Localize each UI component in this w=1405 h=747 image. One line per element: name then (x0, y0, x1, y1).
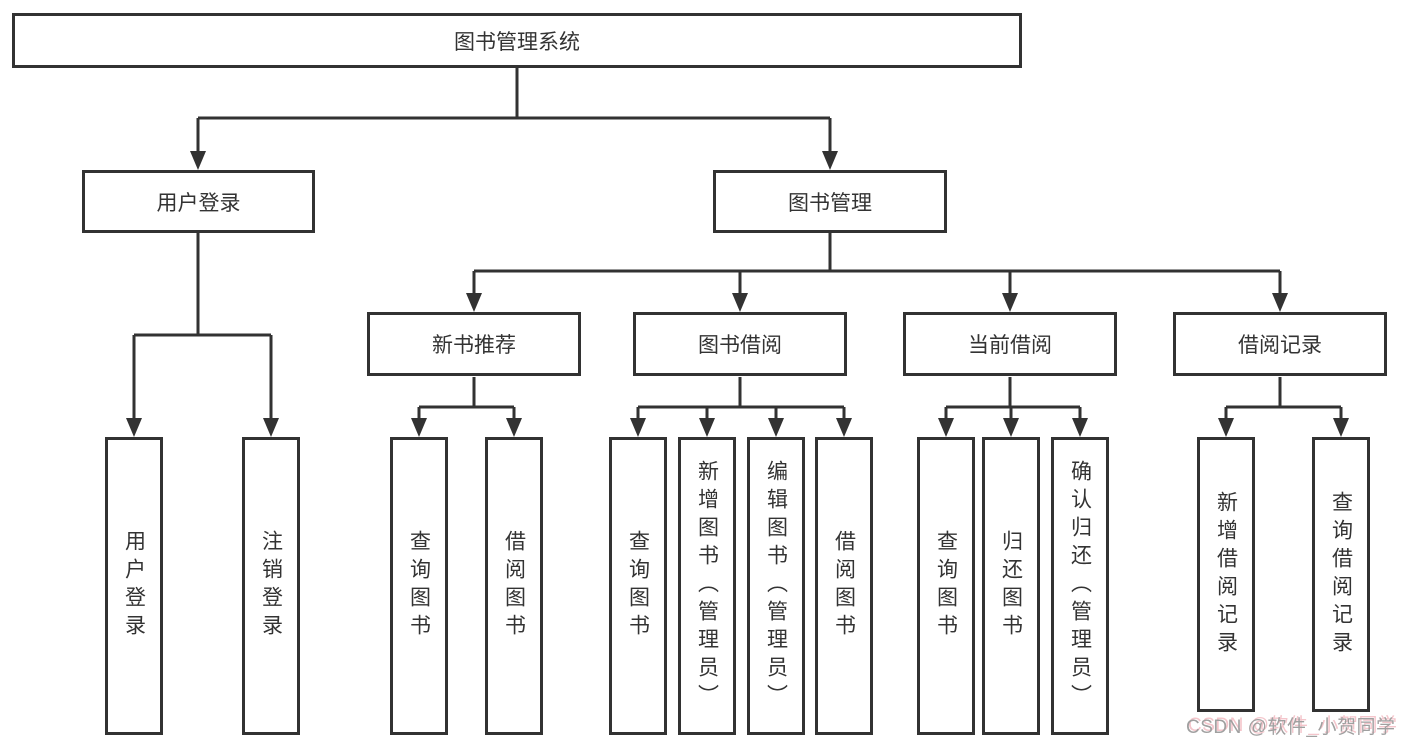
leaf-user-login: 用户登录 (105, 437, 163, 735)
csdn-watermark: CSDN @软件_小贺同学 (1186, 717, 1396, 738)
leaf-add-borrow-record: 新增借阅记录 (1197, 437, 1255, 712)
node-user-login: 用户登录 (82, 170, 315, 233)
node-label: 用户登录 (156, 191, 241, 215)
node-library-management-system: 图书管理系统 (12, 13, 1022, 68)
node-new-book-recommend: 新书推荐 (367, 312, 581, 376)
leaf-query-books-current: 查询图书 (917, 437, 975, 735)
leaf-borrow-books: 借阅图书 (815, 437, 873, 735)
leaf-return-books: 归还图书 (982, 437, 1040, 735)
leaf-logout: 注销登录 (242, 437, 300, 735)
leaf-borrow-books-recommend: 借阅图书 (485, 437, 543, 735)
node-book-borrowing: 图书借阅 (633, 312, 847, 376)
node-label: 图书管理 (788, 191, 872, 215)
leaf-edit-books-admin: 编辑图书（管理员） (747, 437, 805, 735)
leaf-query-books-recommend: 查询图书 (390, 437, 448, 735)
leaf-query-borrow-record: 查询借阅记录 (1312, 437, 1370, 712)
node-label: 图书借阅 (698, 334, 782, 357)
node-label: 当前借阅 (968, 334, 1052, 357)
node-label: 图书管理系统 (454, 30, 580, 54)
connector-strokes (132, 68, 1343, 419)
node-borrowing-records: 借阅记录 (1173, 312, 1387, 376)
node-current-borrowing: 当前借阅 (903, 312, 1117, 376)
leaf-add-books-admin: 新增图书（管理员） (678, 437, 736, 735)
node-label: 新书推荐 (432, 334, 516, 357)
arrowheads (126, 151, 1349, 437)
node-label: 借阅记录 (1238, 334, 1322, 357)
node-book-management: 图书管理 (713, 170, 947, 233)
leaf-query-books-borrowing: 查询图书 (609, 437, 667, 735)
leaf-confirm-return-admin: 确认归还（管理员） (1051, 437, 1109, 735)
